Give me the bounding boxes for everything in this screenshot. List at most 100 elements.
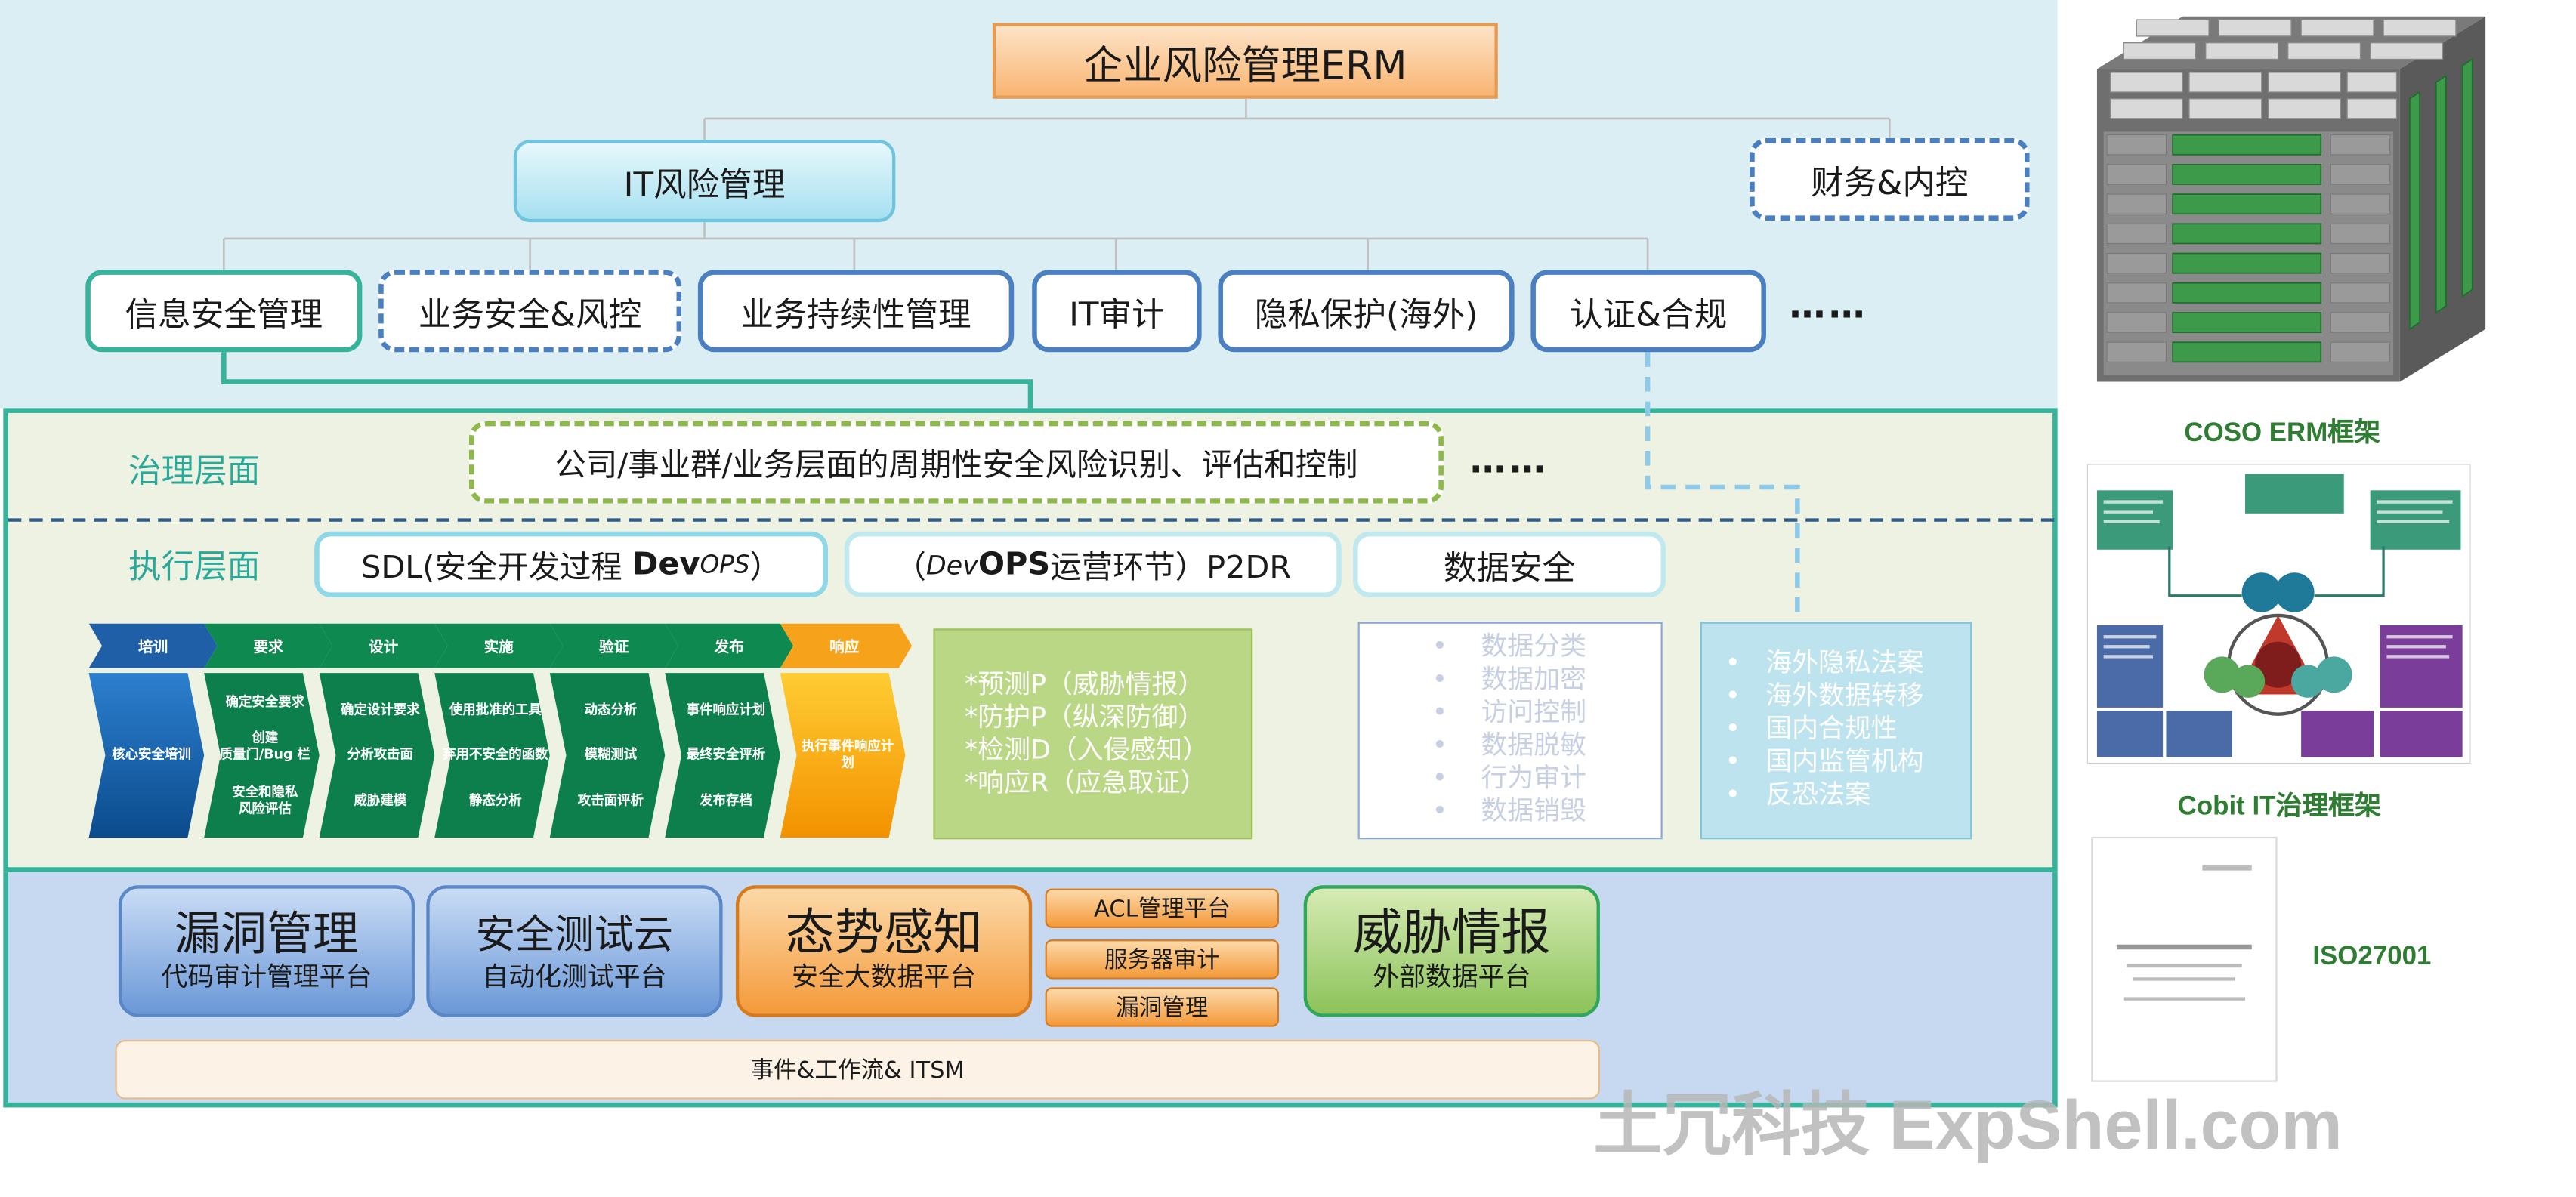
compliance-item: • 海外隐私法案 — [1725, 646, 1924, 678]
phase-head-label-4: 验证 — [599, 640, 629, 657]
compliance-item: • 国内合规性 — [1725, 712, 1898, 744]
phase-item: 静态分析 — [468, 792, 522, 807]
phase-head-label-0: 培训 — [137, 640, 168, 657]
phase-body-4 — [549, 673, 666, 838]
itsm-label: 事件&工作流& ITSM — [750, 1058, 965, 1084]
test-platform-sub: 自动化测试平台 — [482, 961, 667, 992]
data-security-label: 数据安全 — [1443, 547, 1576, 587]
data-list-box — [1357, 622, 1663, 840]
finance-box: 财务&内控 — [1750, 138, 2030, 221]
bullet-icon: • — [1725, 745, 1766, 777]
vuln-platform-tile: 漏洞管理 代码审计管理平台 — [118, 885, 415, 1017]
server-audit-platform: 服务器审计 — [1045, 939, 1280, 980]
test-platform-tile: 安全测试云 自动化测试平台 — [426, 885, 723, 1017]
acl-platform: ACL管理平台 — [1045, 888, 1280, 928]
coso-caption: COSO ERM框架 — [2184, 419, 2380, 448]
phase-items-4: 动态分析 模糊测试 攻击面评析 — [560, 673, 662, 838]
cobit-caption: Cobit IT治理框架 — [2177, 793, 2381, 822]
data-item: • 数据脱敏 — [1432, 729, 1587, 760]
phase-items-0: 核心安全培训 — [102, 673, 201, 838]
threat-platform-sub: 外部数据平台 — [1373, 961, 1531, 992]
bullet-icon: • — [1432, 663, 1481, 695]
phase-item: 分析攻击面 — [347, 747, 413, 762]
phase-items-3: 使用批准的工具 弃用不安全的函数 静态分析 — [441, 673, 550, 838]
phase-item: 最终安全评析 — [686, 747, 766, 762]
compliance-list: • 海外隐私法案 • 海外数据转移 • 国内合规性 • 国内监管机构 • 反恐法… — [1725, 646, 1923, 811]
p2dr-item: *防护P（纵深防御） — [964, 701, 1205, 733]
phase-head-6 — [780, 623, 913, 668]
governance-label: 治理层面 — [128, 451, 261, 491]
privacy-box: 隐私保护(海外) — [1218, 270, 1515, 353]
phase-head-label-6: 响应 — [829, 640, 860, 657]
phase-head-5 — [665, 623, 794, 668]
p2dr-ops: OPS — [978, 546, 1051, 583]
phase-head-3 — [434, 623, 564, 668]
compliance-list-box — [1700, 622, 1972, 840]
erm-title-box: 企业风险管理ERM — [992, 23, 1498, 99]
phase-item: 创建 质量门/Bug 栏 — [219, 730, 310, 762]
situation-platform-sub: 安全大数据平台 — [792, 961, 977, 992]
finance-label: 财务&内控 — [1811, 162, 1969, 202]
sdl-suffix: ） — [749, 548, 782, 585]
privacy-label: 隐私保护(海外) — [1254, 293, 1478, 334]
iso-caption: ISO27001 — [2312, 942, 2432, 971]
governance-more: …… — [1469, 440, 1549, 483]
phase-head-label-2: 设计 — [369, 640, 399, 657]
watermark: 土冗科技 ExpShell.com — [1593, 1086, 2343, 1164]
governance-box: 公司/事业群/业务层面的周期性安全风险识别、评估和控制 — [468, 421, 1444, 504]
phase-items-5: 事件响应计划 最终安全评析 发布存档 — [675, 673, 777, 838]
cert-label: 认证&合规 — [1569, 293, 1728, 334]
bullet-icon: • — [1725, 778, 1766, 810]
compliance-item: • 反恐法案 — [1725, 778, 1871, 810]
data-item: • 数据销毁 — [1432, 794, 1587, 826]
phase-body-5 — [665, 673, 780, 838]
sdl-chevrons — [88, 623, 913, 838]
phase-item: 攻击面评析 — [577, 792, 644, 807]
p2dr-list-box — [933, 628, 1253, 840]
infosec-box: 信息安全管理 — [85, 270, 363, 353]
biz-security-label: 业务安全&风控 — [418, 293, 642, 334]
it-risk-label: IT风险管理 — [623, 163, 786, 204]
phase-head-label-1: 要求 — [253, 640, 283, 657]
phase-body-1 — [204, 673, 320, 838]
phase-item: 核心安全培训 — [112, 747, 191, 762]
phase-item: 动态分析 — [584, 702, 638, 717]
vuln-mgmt-platform: 漏洞管理 — [1045, 987, 1280, 1027]
it-risk-box: IT风险管理 — [513, 140, 896, 223]
phase-item: 确定安全要求 — [225, 693, 305, 709]
bullet-icon: • — [1432, 630, 1481, 662]
situation-platform-tile: 态势感知 安全大数据平台 — [735, 885, 1033, 1017]
bullet-icon: • — [1725, 712, 1766, 744]
data-item: • 数据加密 — [1432, 663, 1587, 695]
bcm-label: 业务持续性管理 — [740, 293, 971, 334]
erm-title: 企业风险管理ERM — [1083, 42, 1407, 88]
p2dr-prefix: （ — [894, 548, 926, 585]
compliance-item: • 海外数据转移 — [1725, 679, 1924, 711]
bullet-icon: • — [1432, 729, 1481, 760]
data-item: • 访问控制 — [1432, 696, 1587, 728]
data-list: • 数据分类 • 数据加密 • 访问控制 • 数据脱敏 • 行为审计 • 数据销… — [1432, 631, 1586, 828]
phase-item: 使用批准的工具 — [449, 702, 542, 717]
vuln-platform-title: 漏洞管理 — [174, 906, 360, 961]
phase-body-6 — [780, 673, 906, 838]
it-audit-label: IT审计 — [1069, 293, 1165, 334]
bullet-icon: • — [1725, 679, 1766, 711]
phase-item: 事件响应计划 — [686, 702, 766, 717]
compliance-item: • 国内监管机构 — [1725, 745, 1924, 777]
p2dr-item: *检测D（入侵感知） — [964, 733, 1209, 766]
phase-head-0 — [88, 623, 218, 668]
bullet-icon: • — [1432, 761, 1481, 794]
it-audit-box: IT审计 — [1032, 270, 1202, 353]
coso-cube-image — [2096, 16, 2486, 382]
sdl-ops: OPS — [700, 549, 750, 579]
iso-document-image — [2091, 836, 2278, 1082]
phase-body-2 — [319, 673, 435, 838]
phase-body-0 — [88, 673, 205, 838]
p2dr-item: *预测P（威胁情报） — [964, 668, 1205, 700]
bullet-icon: • — [1725, 646, 1766, 678]
data-item: • 行为审计 — [1432, 761, 1587, 794]
phase-item: 弃用不安全的函数 — [443, 747, 548, 762]
